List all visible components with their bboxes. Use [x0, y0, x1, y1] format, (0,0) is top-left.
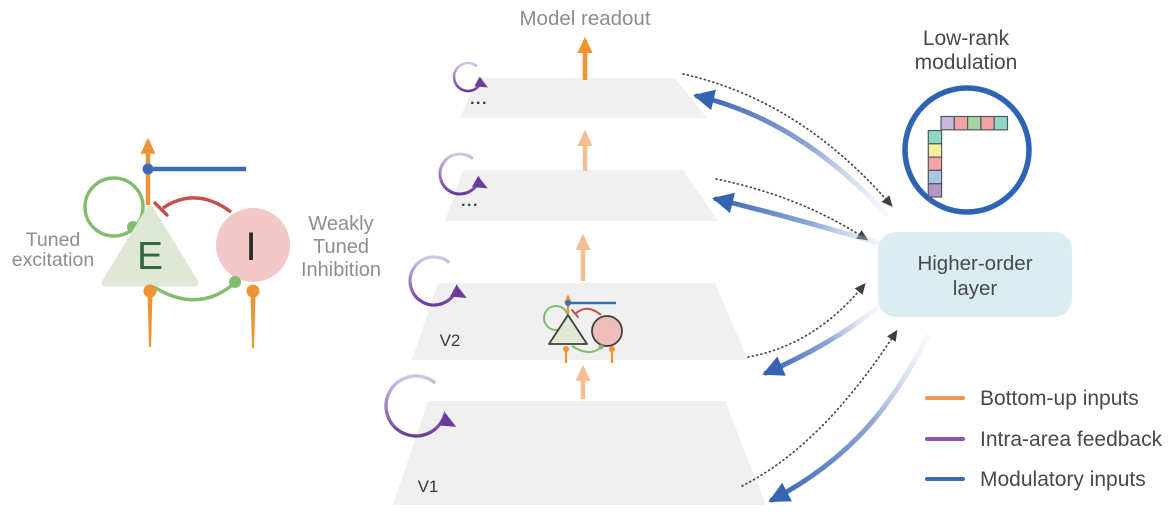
- stack-ellipsis-top: ...: [470, 91, 488, 108]
- low-rank-modulation: Low-rank modulation: [902, 27, 1032, 215]
- ascending-dotted-arrows: [682, 73, 898, 487]
- layer-plane-3: [445, 170, 718, 221]
- low-rank-ring: [902, 85, 1032, 215]
- mini-ei-circuit: [543, 294, 623, 363]
- matrix-cell: [993, 115, 1009, 131]
- higher-order-label-line2: layer: [953, 277, 998, 300]
- matrix-cell: [927, 183, 943, 198]
- dotted-arrow-v2: [747, 283, 866, 358]
- input-stem-e: [147, 297, 153, 347]
- matrix-cell: [927, 156, 943, 172]
- inhibitory-circle: [216, 208, 290, 282]
- modulatory-arrow-layer-3: [712, 192, 891, 249]
- inhibition-label-line2: Tuned: [313, 236, 369, 258]
- model-readout-label: Model readout: [519, 7, 650, 30]
- recurrence-loop-top: [452, 61, 488, 93]
- recurrence-loop-v2: [408, 255, 467, 307]
- inhibitory-unit-label: I: [245, 225, 256, 269]
- inhibitory-tbar: [153, 201, 169, 217]
- input-stem-i: [250, 297, 256, 348]
- legend-label-modulatory: Modulatory inputs: [980, 468, 1146, 491]
- mini-input-dot-e: [563, 346, 569, 352]
- legend-label-intra-area: Intra-area feedback: [980, 428, 1163, 451]
- matrix-cell: [980, 115, 995, 131]
- dotted-arrow-top-layer: [682, 73, 893, 207]
- matrix-cell: [966, 115, 982, 131]
- modulatory-arrows: [693, 89, 931, 503]
- layer-plane-top: [460, 78, 707, 118]
- legend-item-intra-area: Intra-area feedback: [925, 428, 1163, 451]
- layer-stack: V2 V1: [393, 78, 766, 505]
- excitatory-self-loop: [83, 176, 145, 238]
- matrix-cell: [927, 143, 943, 158]
- v2-label: V2: [440, 331, 461, 350]
- layer-plane-v2: [412, 283, 748, 360]
- dotted-arrow-layer-3: [715, 178, 869, 241]
- bottom-up-arrows: [575, 36, 593, 399]
- v1-label: V1: [418, 477, 439, 496]
- excitation-label-line2: excitation: [12, 249, 94, 271]
- mini-inhibitory-tbar: [571, 309, 579, 318]
- dotted-arrow-v1: [741, 329, 898, 487]
- higher-order-label-line1: Higher-order: [917, 252, 1032, 275]
- input-dot-e: [143, 284, 157, 298]
- higher-order-box: [878, 232, 1072, 317]
- legend: Bottom-up inputs Intra-area feedback Mod…: [925, 387, 1163, 491]
- mini-excitatory-connection: [571, 345, 601, 353]
- matrix-cell: [927, 129, 943, 145]
- matrix-cell: [953, 115, 969, 131]
- mini-input-dot-i: [609, 346, 615, 352]
- matrix-cell: [940, 115, 955, 131]
- modulatory-arrow-v1: [768, 333, 931, 503]
- mini-excitatory-triangle: [548, 314, 588, 345]
- low-rank-label-line2: modulation: [915, 51, 1018, 74]
- inhibitory-connection: [162, 196, 233, 214]
- recurrence-loop-v1: [384, 374, 457, 438]
- excitation-label-line1: Tuned: [26, 229, 81, 251]
- mini-inhibitory-circle: [591, 315, 623, 347]
- legend-item-modulatory: Modulatory inputs: [925, 468, 1146, 491]
- mini-inhibitory-connection: [574, 307, 602, 316]
- mini-excitatory-connection-dot: [598, 344, 604, 350]
- modulation-dot: [142, 163, 154, 175]
- inhibition-label-line3: Inhibition: [301, 259, 381, 281]
- intra-area-feedback-loops: ... ...: [384, 61, 488, 438]
- modulatory-arrow-top-layer: [693, 89, 889, 217]
- ei-motif: E I Tuned excitation Weakly Tuned Inhibi…: [12, 137, 381, 348]
- recurrence-loop-3: [438, 152, 488, 196]
- matrix-cell: [927, 169, 943, 185]
- excitatory-triangle: [101, 205, 199, 287]
- input-dot-i: [246, 284, 260, 298]
- stack-ellipsis-3: ...: [461, 193, 479, 210]
- low-rank-label-line1: Low-rank: [923, 27, 1010, 50]
- modulatory-arrow-v2: [762, 305, 880, 376]
- higher-order-layer: Higher-order layer: [878, 232, 1072, 317]
- mini-modulation-dot: [565, 300, 571, 306]
- excitatory-connection-dot: [229, 276, 241, 288]
- inhibition-label-line1: Weakly: [308, 213, 373, 235]
- low-rank-column-vector: [927, 129, 943, 198]
- low-rank-row-vector: [940, 115, 1009, 131]
- legend-label-bottom-up: Bottom-up inputs: [980, 387, 1139, 410]
- excitatory-connection: [153, 284, 233, 302]
- excitatory-unit-label: E: [137, 235, 163, 278]
- legend-item-bottom-up: Bottom-up inputs: [925, 387, 1139, 410]
- layer-plane-v1: [393, 401, 766, 505]
